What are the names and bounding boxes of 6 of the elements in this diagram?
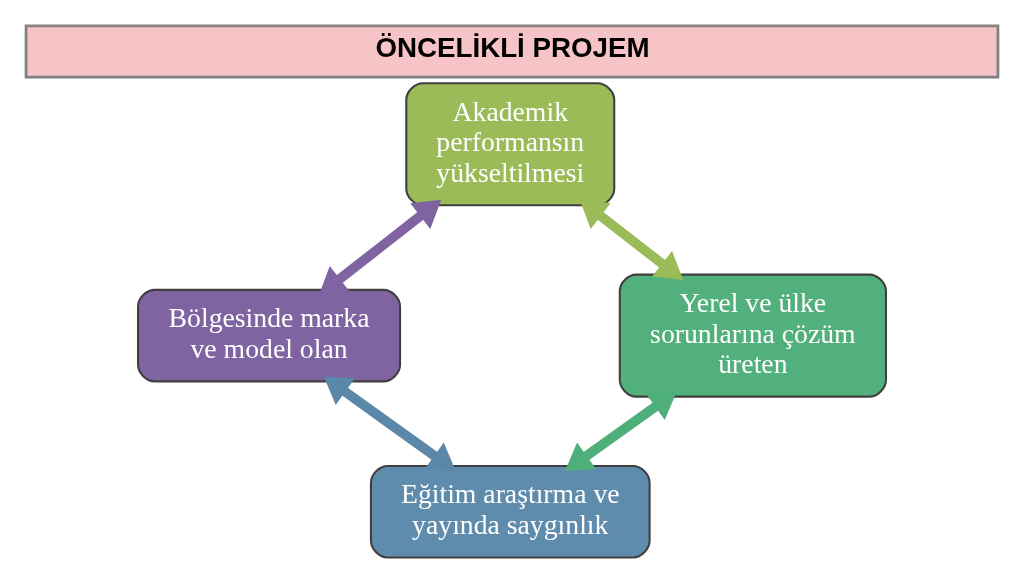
- arrow: [579, 199, 684, 280]
- node-box: Eğitim araştırma ve yayında saygınlık: [369, 464, 651, 558]
- node-box: Yerel ve ülke sorunlarına çözüm üreten: [618, 273, 887, 398]
- node-box: Akademik performansın yükseltilmesi: [405, 81, 616, 206]
- node-box: Bölgesinde marka ve model olan: [137, 288, 402, 382]
- diagram-title: ÖNCELİKLİ PROJEM: [375, 31, 650, 63]
